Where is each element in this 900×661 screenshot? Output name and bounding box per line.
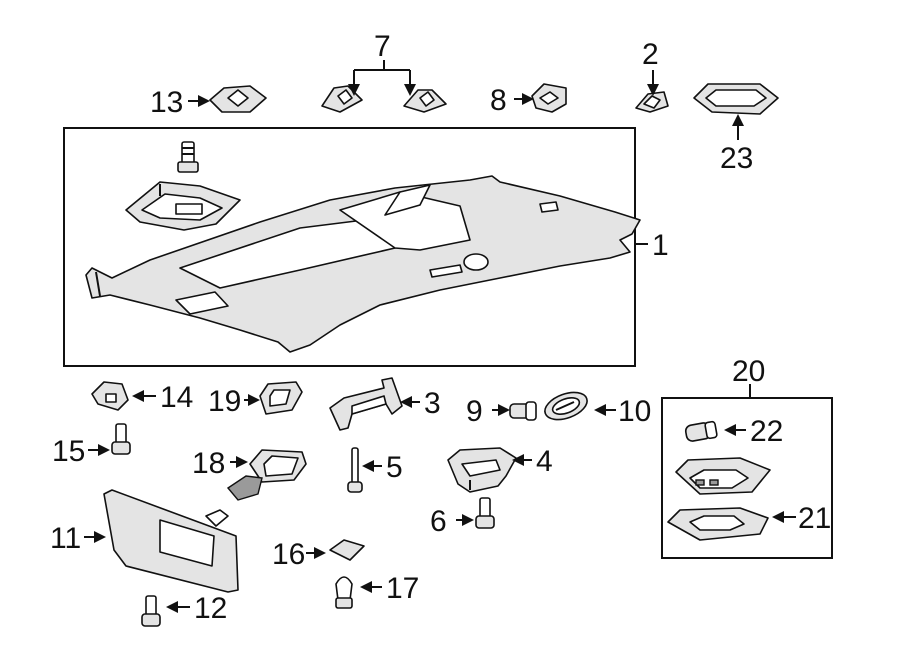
callout-10: 10 xyxy=(618,395,651,428)
part-10-lens[interactable] xyxy=(541,387,591,425)
callout-21: 21 xyxy=(798,502,831,535)
part-2-clip[interactable] xyxy=(635,91,669,113)
callout-18: 18 xyxy=(192,447,225,480)
callout-12: 12 xyxy=(194,592,227,625)
callout-20: 20 xyxy=(732,355,765,388)
callout-14: 14 xyxy=(160,381,193,414)
callout-16: 16 xyxy=(272,538,305,571)
callout-11: 11 xyxy=(50,522,81,555)
part-4-console[interactable] xyxy=(447,447,517,493)
callout-22: 22 xyxy=(750,415,783,448)
callout-17: 17 xyxy=(386,572,419,605)
part-20-console-housing[interactable] xyxy=(675,457,771,495)
part-1-dome-bracket[interactable] xyxy=(125,181,241,231)
part-14-bracket[interactable] xyxy=(91,381,129,411)
part-5-screw[interactable] xyxy=(347,447,363,493)
part-7-clip-right[interactable] xyxy=(403,89,447,113)
part-23-cover[interactable] xyxy=(693,83,779,115)
callout-3: 3 xyxy=(424,387,441,420)
callout-2: 2 xyxy=(642,38,659,71)
part-21-console-base[interactable] xyxy=(667,507,769,541)
part-17-bulb[interactable] xyxy=(335,576,353,609)
part-22-bulb[interactable] xyxy=(684,420,718,442)
part-1-headliner[interactable] xyxy=(85,175,641,353)
callout-6: 6 xyxy=(430,505,447,538)
callout-4: 4 xyxy=(536,445,553,478)
part-18-lamp[interactable] xyxy=(226,449,307,501)
part-12-screw[interactable] xyxy=(141,595,161,627)
part-3-grab-handle[interactable] xyxy=(329,377,403,431)
part-9-bulb[interactable] xyxy=(509,401,537,421)
part-1-bolt[interactable] xyxy=(177,141,199,173)
callout-1: 1 xyxy=(652,229,669,262)
callout-13: 13 xyxy=(150,86,183,119)
part-11-sun-visor[interactable] xyxy=(103,489,239,593)
headliner-frame xyxy=(63,127,636,367)
part-19-handle-cover[interactable] xyxy=(259,381,303,415)
part-15-bolt[interactable] xyxy=(111,423,131,455)
callout-8: 8 xyxy=(490,84,507,117)
part-6-bolt[interactable] xyxy=(475,497,495,529)
part-8-clip[interactable] xyxy=(531,83,567,113)
part-16-pad[interactable] xyxy=(329,539,365,561)
overhead-console-frame xyxy=(661,397,833,559)
callout-9: 9 xyxy=(466,395,483,428)
callout-15: 15 xyxy=(52,435,85,468)
part-13-retainer[interactable] xyxy=(209,85,267,113)
callout-5: 5 xyxy=(386,451,403,484)
callout-23: 23 xyxy=(720,142,753,175)
callout-19: 19 xyxy=(208,385,241,418)
callout-7: 7 xyxy=(374,30,391,63)
